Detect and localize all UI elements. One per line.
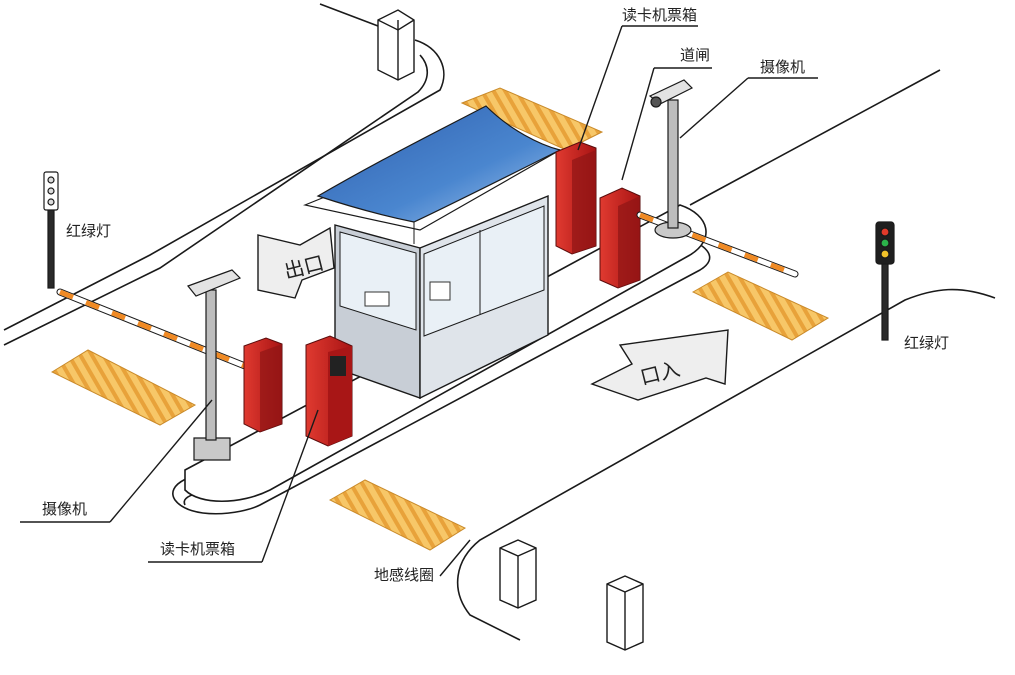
toll-booth [302, 105, 562, 400]
camera-bottom [187, 269, 242, 461]
label-card-reader-bottom: 读卡机票箱 [160, 540, 236, 558]
label-camera-top: 摄像机 [760, 58, 806, 76]
label-loop-detector: 地感线圈 [374, 566, 435, 584]
label-camera-bottom: 摄像机 [42, 500, 88, 518]
loop-pad-right [691, 271, 830, 341]
camera-top [648, 79, 694, 239]
barrier-gate-bottom [56, 288, 283, 433]
exit-arrow [257, 226, 335, 299]
leader-lines [20, 25, 818, 577]
loop-pad-top [460, 87, 604, 151]
label-card-reader-top: 读卡机票箱 [622, 6, 698, 24]
loop-pad-bottom [328, 479, 467, 551]
entry-arrow [590, 329, 729, 401]
card-reader-top [555, 141, 597, 255]
traffic-light-left [43, 171, 59, 289]
bollard-top [377, 9, 415, 81]
traffic-light-right [875, 221, 895, 341]
bollard-bottom-2 [606, 575, 644, 651]
label-traffic-light-right: 红绿灯 [904, 334, 950, 352]
loop-pad-left [50, 349, 197, 426]
label-barrier-gate: 道闸 [680, 46, 711, 64]
bollard-bottom-1 [499, 539, 537, 609]
barrier-gate-top [599, 187, 799, 289]
card-reader-bottom [305, 335, 353, 447]
label-traffic-light-left: 红绿灯 [66, 222, 112, 240]
